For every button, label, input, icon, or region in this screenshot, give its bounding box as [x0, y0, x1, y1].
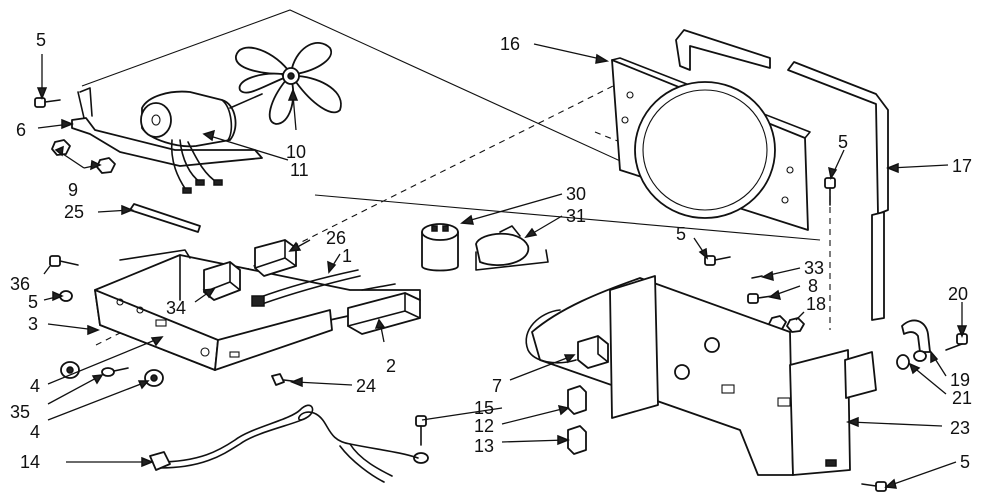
washer-21	[896, 350, 927, 370]
callout-1: 1	[342, 246, 352, 266]
callout-8: 8	[808, 276, 818, 296]
callout-35: 35	[10, 402, 30, 422]
callout-9: 9	[68, 180, 78, 200]
control-box	[94, 249, 421, 371]
callout-31: 31	[566, 206, 586, 226]
block-13	[567, 425, 587, 455]
thermostat	[577, 335, 609, 369]
screw-15	[413, 415, 429, 464]
screw-33	[751, 275, 763, 279]
callout-16: 16	[500, 34, 520, 54]
callout-26: 26	[326, 228, 346, 248]
screw-35	[101, 367, 129, 377]
fan-motor	[140, 90, 263, 194]
callout-7: 7	[492, 376, 502, 396]
screw-bottom-right	[861, 481, 887, 492]
callout-5: 5	[36, 30, 46, 50]
screw-20	[945, 333, 968, 351]
callout-20: 20	[948, 284, 968, 304]
callout-3: 3	[28, 314, 38, 334]
callout-labels: 5 6 9 10 11 25 16 17 5 30 31 26 1 34 36 …	[10, 30, 972, 472]
wire-harness-1	[251, 269, 361, 307]
screw-top-left	[34, 97, 61, 108]
callout-19: 19	[950, 370, 970, 390]
screw-36	[49, 255, 79, 267]
callout-36: 36	[10, 274, 30, 294]
callout-6: 6	[16, 120, 26, 140]
callout-13: 13	[474, 436, 494, 456]
callout-4: 4	[30, 376, 40, 396]
fan-blade	[235, 42, 342, 125]
callout-30: 30	[566, 184, 586, 204]
power-cord	[149, 404, 419, 483]
fan-shroud	[611, 57, 811, 231]
callout-15: 15	[474, 398, 494, 418]
screw-shroud	[824, 177, 836, 206]
callout-2: 2	[386, 356, 396, 376]
callout-12: 12	[474, 416, 494, 436]
callout-5: 5	[28, 292, 38, 312]
callout-17: 17	[952, 156, 972, 176]
callout-25: 25	[64, 202, 84, 222]
callout-5: 5	[960, 452, 970, 472]
cable-strap	[129, 203, 201, 233]
bushing-4-lower	[144, 369, 164, 387]
selector-switch	[347, 283, 421, 335]
bushing-4-upper	[60, 361, 80, 379]
callout-5: 5	[676, 224, 686, 244]
callout-21: 21	[952, 388, 972, 408]
leader-lines	[36, 43, 968, 489]
callout-14: 14	[20, 452, 40, 472]
callout-11: 11	[290, 160, 309, 180]
callout-24: 24	[356, 376, 376, 396]
block-12	[567, 385, 587, 415]
callout-10: 10	[286, 142, 306, 162]
callout-33: 33	[804, 258, 824, 278]
control-panel	[525, 275, 877, 476]
relay-block	[254, 239, 297, 277]
capacitor-clamp	[475, 225, 549, 271]
callout-23: 23	[950, 418, 970, 438]
bracket-19	[901, 319, 931, 353]
callout-34: 34	[166, 298, 186, 318]
screw-8	[747, 293, 773, 304]
callout-4: 4	[30, 422, 40, 442]
callout-5: 5	[838, 132, 848, 152]
screw-mid	[704, 255, 731, 266]
callout-18: 18	[806, 294, 826, 314]
gasket-strips	[675, 29, 889, 321]
capacitor	[421, 223, 459, 272]
motor-bracket	[71, 87, 263, 167]
